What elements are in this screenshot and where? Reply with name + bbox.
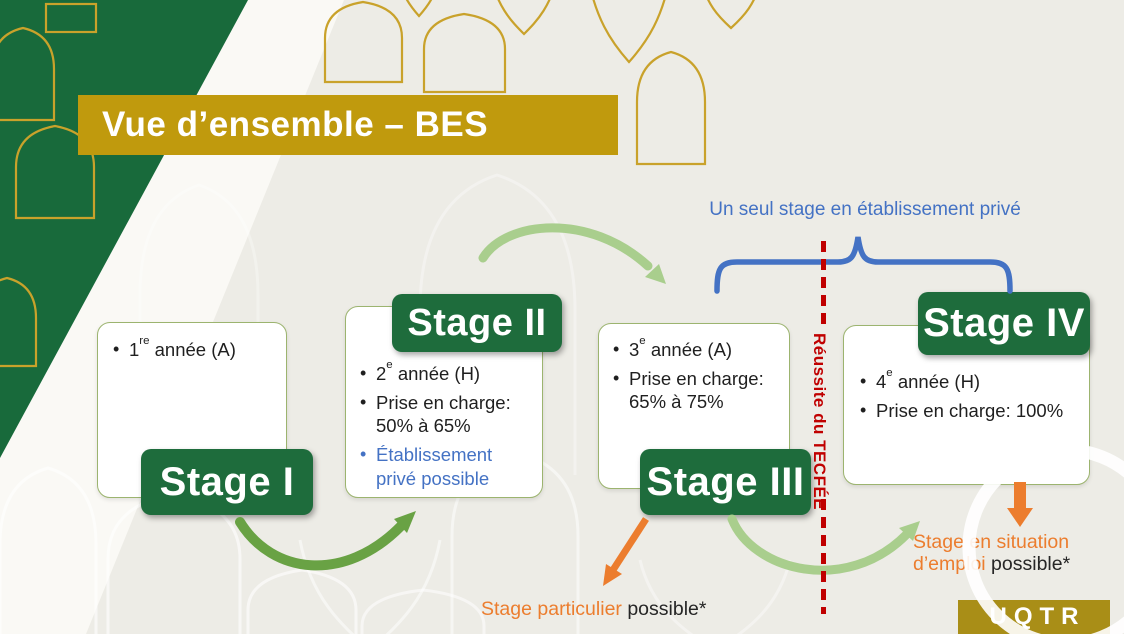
petal-outline bbox=[497, 0, 551, 36]
arrow-stage-emploi bbox=[1007, 482, 1033, 527]
stage1-label-text: Stage I bbox=[159, 459, 295, 504]
arch-outline bbox=[360, 588, 486, 634]
stage1-bullets: 1re année (A) bbox=[113, 334, 276, 362]
year-rest: année (A) bbox=[149, 339, 236, 360]
list-item: Prise en charge: 50% à 65% bbox=[360, 391, 532, 438]
particular-rest: possible* bbox=[621, 598, 707, 620]
list-item: 3e année (A) bbox=[613, 334, 781, 362]
year-text: 2 bbox=[376, 363, 387, 384]
private-text: Établissement privé possible bbox=[376, 444, 493, 489]
arch-outline bbox=[44, 2, 98, 34]
stage3-label-text: Stage III bbox=[646, 459, 805, 504]
stage3-label: Stage III bbox=[640, 449, 811, 515]
private-establishment-note: Un seul stage en établissement privé bbox=[709, 199, 1021, 220]
stage1-label: Stage I bbox=[141, 449, 313, 515]
petal-outline bbox=[638, 559, 792, 634]
arch-outline bbox=[422, 12, 507, 94]
year-rest: année (H) bbox=[892, 371, 981, 392]
year-sup: re bbox=[139, 334, 150, 347]
employment-internship-note: Stage en situation d’emploi possible* bbox=[913, 531, 1070, 575]
year-sup: e bbox=[886, 366, 893, 379]
arch-outline bbox=[106, 492, 242, 634]
stage4-label: Stage IV bbox=[918, 292, 1090, 355]
arrow-stage3-to-stage4 bbox=[727, 514, 920, 575]
charge-text: Prise en charge: 50% à 65% bbox=[376, 391, 511, 437]
stage4-label-text: Stage IV bbox=[923, 301, 1085, 345]
year-text: 3 bbox=[629, 339, 640, 360]
stage2-bullets: 2e année (H) Prise en charge: 50% à 65% … bbox=[360, 358, 532, 490]
tecfee-note: Réussite du TECFÉE bbox=[810, 333, 829, 511]
year-text: 1 bbox=[129, 339, 140, 360]
page-title: Vue d’ensemble – BES bbox=[102, 105, 489, 144]
uqtr-logo-text: UQTR bbox=[989, 603, 1086, 630]
list-item: 2e année (H) bbox=[360, 358, 532, 386]
employment-line2-highlight: d’emploi bbox=[913, 553, 986, 575]
year-sup: e bbox=[639, 334, 646, 347]
title-banner: Vue d’ensemble – BES bbox=[78, 95, 618, 155]
arch-outline bbox=[323, 0, 404, 84]
list-item: Prise en charge: 65% à 75% bbox=[613, 367, 781, 414]
year-text: 4 bbox=[876, 371, 887, 392]
petal-outline bbox=[405, 0, 433, 18]
stage4-bullets: 4e année (H) Prise en charge: 100% bbox=[860, 366, 1081, 423]
year-rest: année (A) bbox=[645, 339, 733, 360]
arrow-stage-particulier bbox=[603, 517, 649, 586]
list-item: 4e année (H) bbox=[860, 366, 1081, 394]
list-item: Prise en charge: 100% bbox=[860, 399, 1081, 423]
arch-outline bbox=[246, 568, 358, 634]
charge-text: Prise en charge: 65% à 75% bbox=[629, 367, 764, 413]
particular-internship-note: Stage particulier possible* bbox=[481, 598, 706, 621]
employment-line2-rest: possible* bbox=[985, 553, 1071, 575]
list-item-private: Établissement privé possible bbox=[360, 443, 532, 490]
arch-outline bbox=[0, 276, 38, 368]
charge-text: Prise en charge: 100% bbox=[876, 399, 1064, 421]
stage2-label-text: Stage II bbox=[407, 301, 547, 344]
particular-highlight: Stage particulier bbox=[481, 598, 622, 620]
uqtr-logo: UQTR bbox=[958, 600, 1110, 634]
list-item: 1re année (A) bbox=[113, 334, 276, 362]
brace-icon bbox=[714, 236, 1013, 294]
arrow-stage2-to-stage3 bbox=[478, 223, 666, 284]
arch-outline bbox=[635, 50, 707, 166]
year-sup: e bbox=[386, 358, 393, 371]
stage3-bullets: 3e année (A) Prise en charge: 65% à 75% bbox=[613, 334, 781, 414]
arrow-stage1-to-stage2 bbox=[235, 511, 416, 571]
petal-outline bbox=[592, 0, 666, 64]
arch-outline bbox=[0, 466, 98, 634]
petal-outline bbox=[707, 0, 755, 30]
petal-outline bbox=[298, 539, 442, 634]
employment-line1: Stage en situation bbox=[913, 531, 1070, 553]
stage2-label: Stage II bbox=[392, 294, 562, 352]
arch-outline bbox=[0, 26, 56, 122]
year-rest: année (H) bbox=[392, 363, 481, 384]
